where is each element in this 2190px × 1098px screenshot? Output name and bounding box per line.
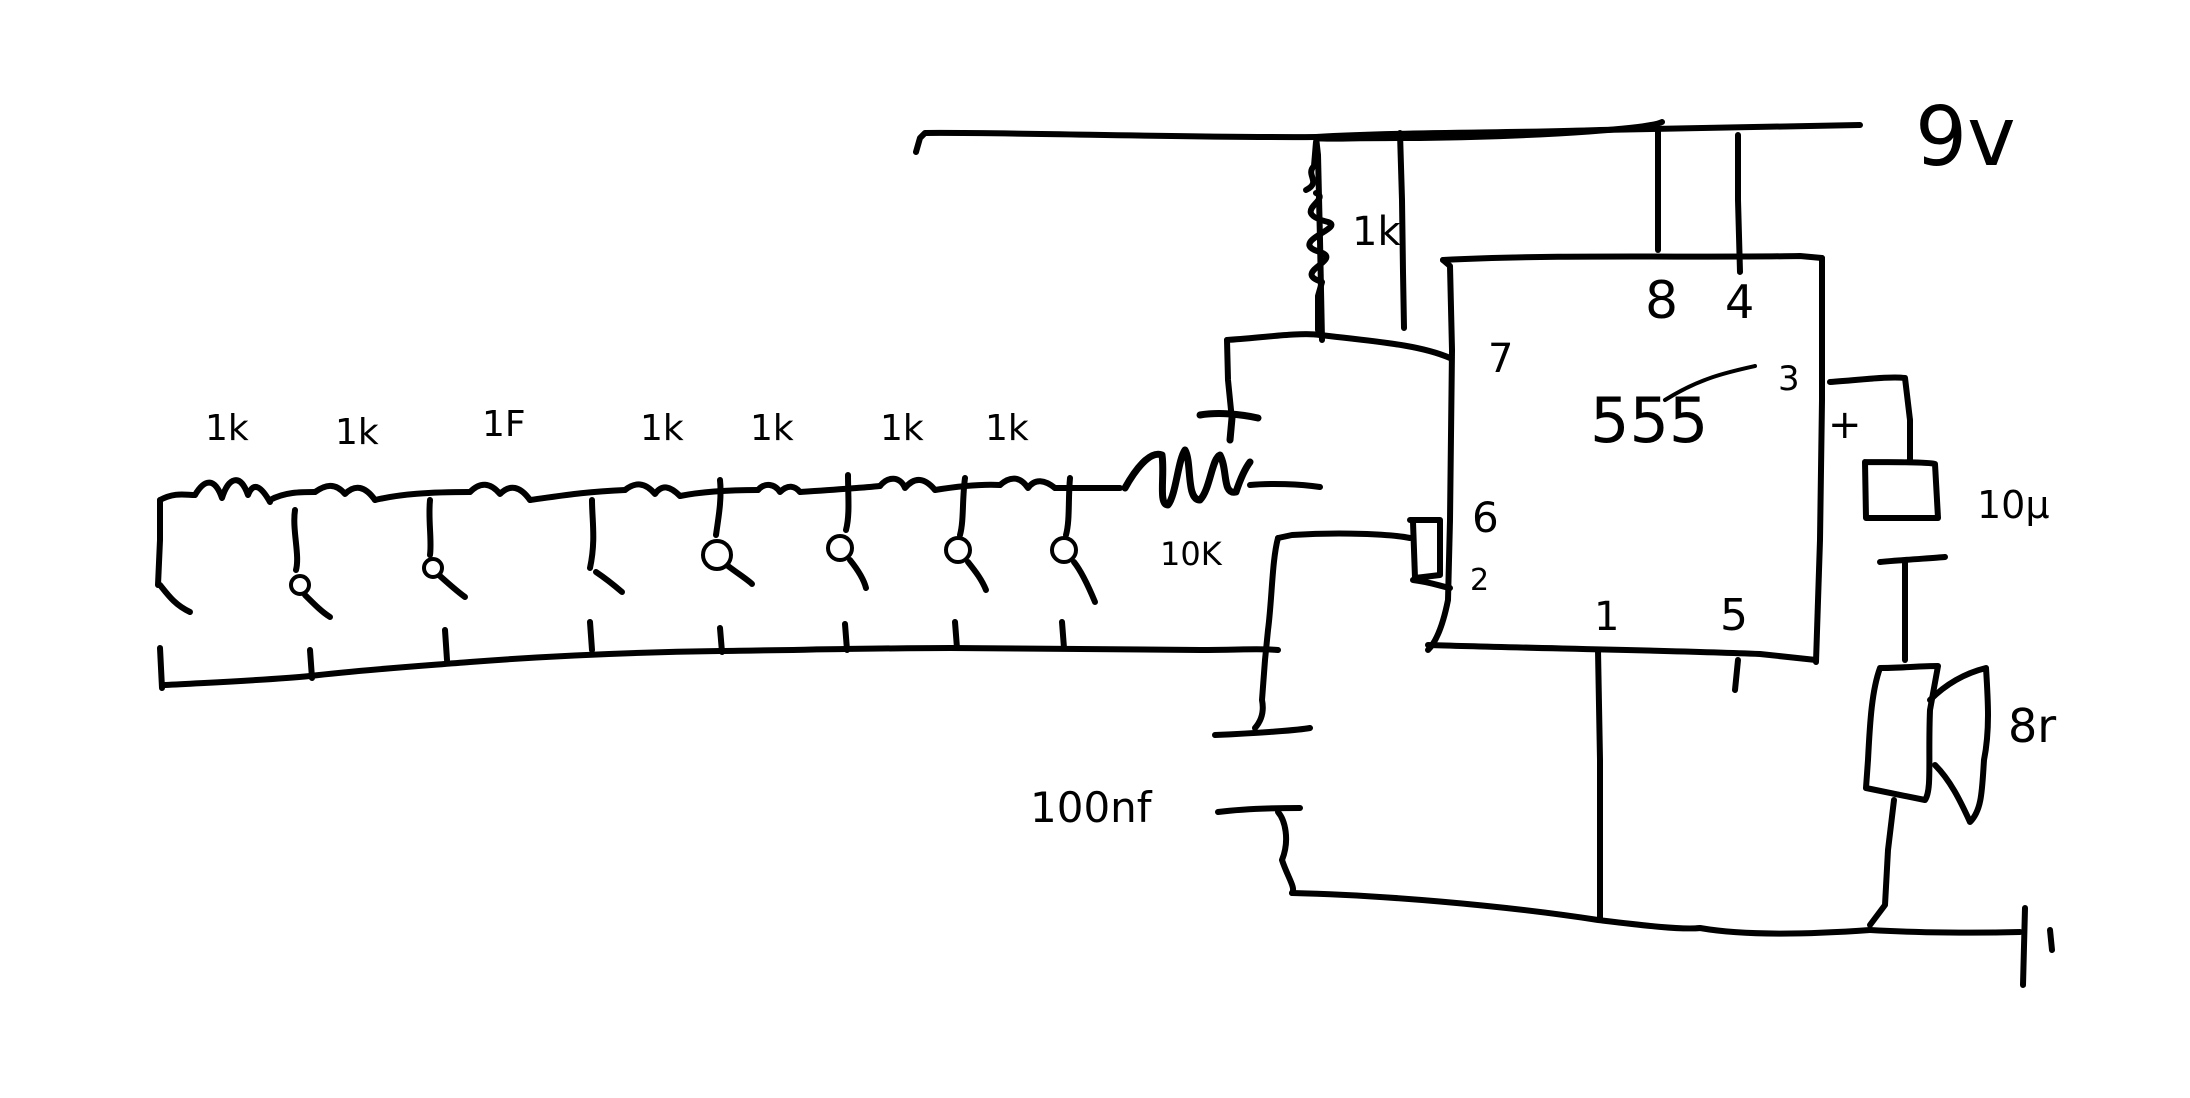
pin-7-wire [1224,331,1453,361]
timer-label-arc [1663,364,1757,402]
ground-rail [1289,647,2055,988]
ladder-label-3: 1F [482,404,526,445]
pin-4-label: 4 [1725,275,1754,329]
switch-6 [826,472,869,591]
switch-5 [701,477,755,587]
ladder-label-4: 1k [640,408,684,449]
ladder-label-5: 1k [750,408,794,449]
pin-6-wire [1275,530,1413,541]
pin-6-box [1407,517,1443,581]
pin-2-wire [1410,577,1453,591]
timer-ic-555 [1425,253,1825,665]
timing-capacitor-label: 100nf [1030,783,1153,832]
switch-2 [289,507,333,620]
resistor-top-1k [1303,139,1335,333]
timer-ic-label: 555 [1590,384,1708,457]
pin-2-label: 2 [1470,563,1489,598]
switch-7 [944,475,989,593]
timing-capacitor [1212,535,1313,896]
pin-7-label: 7 [1488,336,1513,382]
pin-6-label: 6 [1472,493,1499,542]
pin-8-label: 8 [1645,271,1678,331]
resistor-ladder [157,475,1113,505]
switch-common-wire [157,619,1281,691]
pin-4-wire [1735,132,1743,275]
resistor-top-label: 1k [1352,209,1401,255]
switch-1 [155,497,193,615]
switch-8 [1050,475,1098,605]
ladder-label-1: 1k [205,408,249,449]
resistor-10k [1105,410,1323,509]
resistor-10k-label: 10K [1160,535,1223,573]
ladder-label-2: 1k [335,412,379,453]
pin-1-label: 1 [1594,594,1619,640]
output-capacitor-label: 10μ [1977,483,2050,527]
output-capacitor [1827,374,1948,663]
supply-label: 9v [1915,90,2016,185]
ladder-label-7: 1k [985,408,1029,449]
output-capacitor-plus: + [1828,402,1862,448]
pin-3-label: 3 [1778,359,1800,399]
node-7-down [1224,337,1235,423]
ladder-label-6: 1k [880,408,924,449]
speaker-label: 8r [2008,699,2056,753]
pin-5-label: 5 [1720,590,1748,641]
switch-4 [587,497,625,595]
switch-3 [422,497,468,600]
speaker [1863,663,1991,928]
